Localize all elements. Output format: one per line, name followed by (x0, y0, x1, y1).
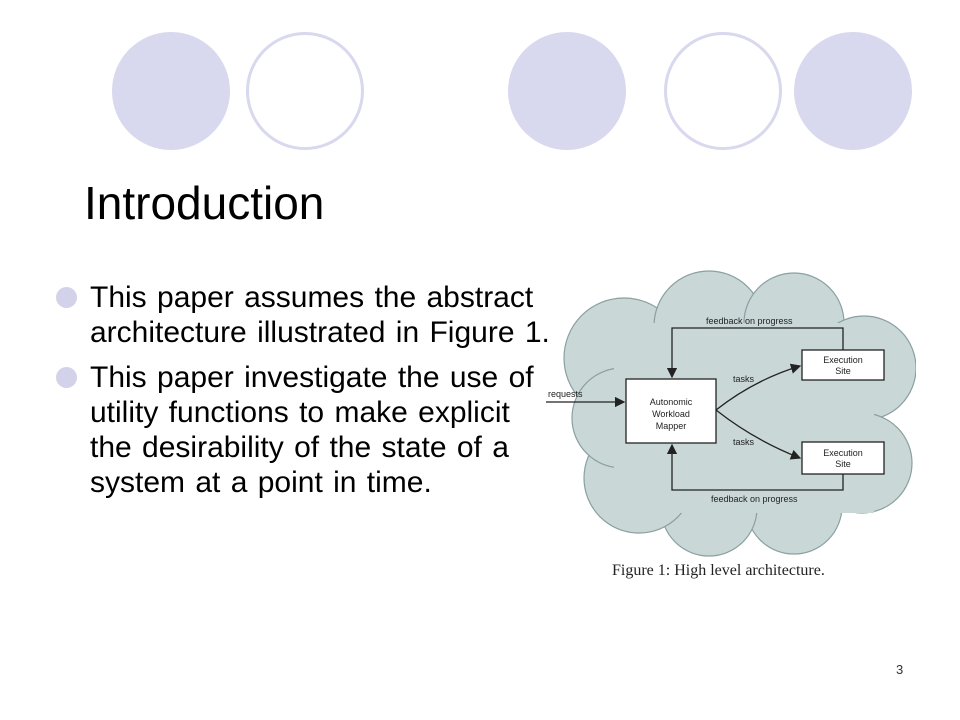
bullet-list: This paper assumes the abstract architec… (56, 280, 556, 510)
feedback-bottom-arrow (666, 443, 844, 491)
architecture-figure: requests Autonomic Workload Mapper Execu… (544, 268, 917, 568)
decorative-circle-3 (508, 32, 626, 150)
mapper-label-line: Autonomic (650, 397, 693, 407)
slide-title: Introduction (84, 177, 325, 229)
execution-site-top-box (801, 349, 885, 381)
site-top-label-line: Execution (823, 355, 863, 365)
requests-label: requests (548, 389, 583, 399)
site-bottom-label-line: Execution (823, 448, 863, 458)
execution-site-bottom-box (801, 441, 885, 475)
decorative-circle-4 (664, 32, 782, 150)
decorative-circle-1 (112, 32, 230, 150)
bullet-text: This paper assumes the abstract architec… (90, 281, 550, 349)
architecture-diagram: requests Autonomic Workload Mapper Execu… (546, 270, 917, 557)
bullet-icon (56, 367, 77, 388)
site-bottom-label-line: Site (835, 459, 851, 469)
tasks-bottom-label: tasks (733, 437, 755, 447)
decorative-circle-5 (794, 32, 912, 150)
tasks-top-arrow (715, 363, 802, 411)
figure-caption: Figure 1: High level architecture. (612, 562, 825, 579)
feedback-top-arrow (666, 327, 844, 379)
site-top-label-line: Site (835, 366, 851, 376)
bullet-text: This paper investigate the use of utilit… (90, 361, 534, 499)
mapper-box (625, 378, 717, 444)
feedback-bottom-label: feedback on progress (711, 494, 798, 504)
bullet-icon (56, 287, 77, 308)
bullet-item: This paper investigate the use of utilit… (56, 360, 556, 500)
decorative-circle-2 (246, 32, 364, 150)
bullet-item: This paper assumes the abstract architec… (56, 280, 556, 350)
mapper-label-line: Workload (652, 409, 690, 419)
tasks-bottom-arrow (715, 409, 802, 460)
mapper-label-line: Mapper (656, 421, 687, 431)
feedback-top-label: feedback on progress (706, 316, 793, 326)
tasks-top-label: tasks (733, 374, 755, 384)
page-number: 3 (896, 662, 904, 677)
